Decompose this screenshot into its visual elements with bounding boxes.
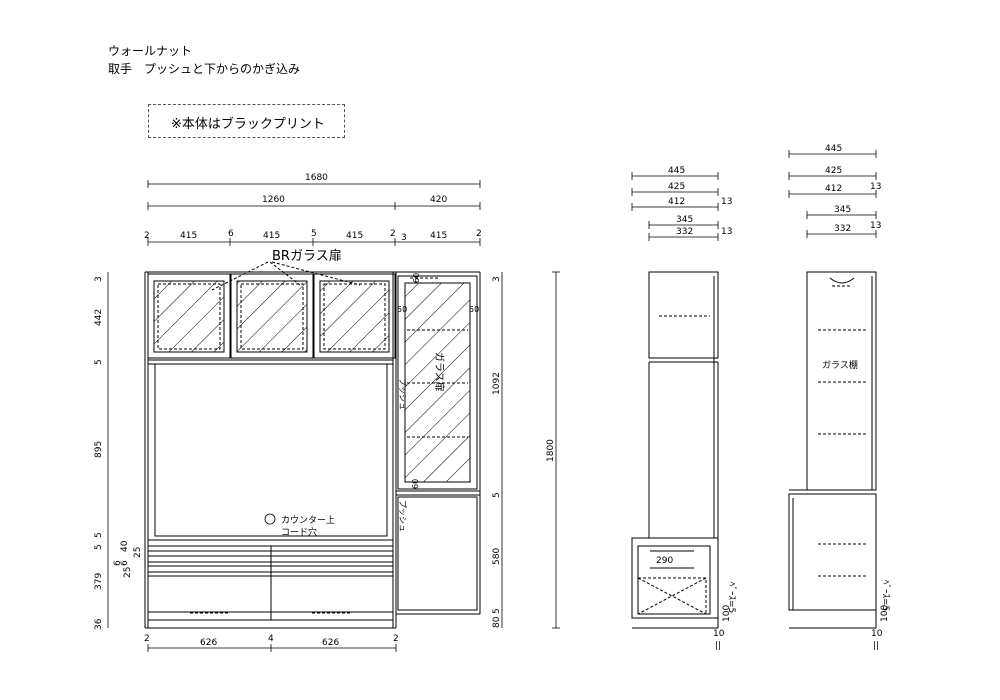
sv1-dim-0: 445 (668, 166, 685, 176)
print-note-box: ※本体はブラックプリント (148, 104, 345, 138)
front-dimension-texts: 1680 1260 420 2 415 6 415 5 415 2 3 415 … (94, 173, 556, 648)
dim-bottom-seg-1: 626 (200, 638, 217, 648)
dim-bottom-seg-3: 626 (322, 638, 339, 648)
sv2-bottom-10: 10 (871, 629, 883, 639)
dim-left-4: 5 (94, 532, 104, 538)
dim-right-4: 5 (492, 608, 502, 614)
sv1-drawer-width: 290 (656, 556, 673, 566)
sv2-dim-4: 332 (834, 224, 851, 234)
side-glass-label: ガラス扉 (433, 352, 446, 392)
dim-top-seg-7: 3 (401, 233, 407, 243)
counter-label-2: コード穴 (281, 526, 317, 538)
dim-bottom-seg-0: 2 (144, 634, 150, 644)
dim-bottom-seg-2: 4 (268, 634, 274, 644)
handle-note: 取手 プッシュと下からのかぎ込み (108, 62, 301, 76)
dim-left-small-2: 6 (120, 560, 130, 566)
dim-left-6: 379 (94, 573, 104, 590)
sv1-dim-13b: 13 (721, 227, 732, 237)
dim-top-seg-9: 2 (476, 229, 482, 239)
dim-top-seg-0: 2 (144, 231, 150, 241)
side-view-2-dim-lines (788, 150, 877, 238)
sv1-bottom-10: 10 (713, 629, 725, 639)
sv2-bottom-100: 100 (880, 605, 890, 622)
side-dim-60-top: 60 (412, 273, 421, 283)
sv2-dim-3: 345 (834, 205, 851, 215)
push-label-2: プッシュ (398, 500, 407, 532)
dim-top-seg-1: 415 (180, 231, 197, 241)
sv2-dim-13b: 13 (870, 221, 881, 231)
dim-right-5: 80 (492, 616, 502, 628)
dim-right-1: 1092 (492, 372, 502, 395)
dim-right-2: 5 (492, 492, 502, 498)
dim-left-small-0: 40 (120, 540, 130, 552)
dim-left-2: 5 (94, 359, 104, 365)
dim-overall-width: 1680 (305, 173, 328, 183)
sv2-bottom-label: ﾍﾞｰｽ=5 (880, 580, 891, 611)
sv2-shelf-label: ガラス棚 (822, 359, 858, 371)
side-view-1-dim-texts: 445 425 412 13 345 332 13 290 ﾍﾞｰｽ=5 100… (656, 166, 737, 651)
side-dim-50-left: 50 (397, 305, 407, 314)
sv1-bottom-100: 100 (722, 605, 732, 622)
dim-left-7: 36 (94, 618, 104, 630)
dim-left-3: 895 (94, 441, 104, 458)
side-view-1 (631, 271, 719, 629)
dim-top-seg-3: 415 (263, 231, 280, 241)
sv1-dim-3: 345 (676, 215, 693, 225)
print-note: ※本体はブラックプリント (171, 117, 325, 132)
sv2-mark: || (873, 641, 879, 651)
dim-left-0: 3 (94, 276, 104, 282)
dim-top-seg-8: 415 (430, 231, 447, 241)
dim-top-seg-2: 6 (228, 229, 234, 239)
dim-top-seg-6: 2 (390, 229, 396, 239)
sv2-dim-13a: 13 (870, 182, 881, 192)
side-dim-50-right: 50 (469, 305, 479, 314)
sv2-dim-2: 412 (825, 184, 842, 194)
front-dimension-lines (107, 180, 560, 652)
material-title: ウォールナット (108, 44, 193, 58)
sv1-dim-2: 412 (668, 197, 685, 207)
sv1-dim-13a: 13 (721, 197, 732, 207)
dim-side-width: 420 (430, 195, 447, 205)
sv1-dim-4: 332 (676, 227, 693, 237)
dim-right-3: 580 (492, 548, 502, 565)
side-dim-60-bottom: 60 (411, 479, 420, 489)
glass-door-label: BRガラス扉 (272, 248, 342, 264)
dim-left-small-1: 6 (113, 560, 123, 566)
side-view-2 (788, 271, 877, 629)
dim-left-5: 5 (94, 544, 104, 550)
sv1-dim-1: 425 (668, 182, 685, 192)
dim-main-width: 1260 (262, 195, 285, 205)
dim-top-seg-5: 415 (346, 231, 363, 241)
front-view (144, 261, 481, 629)
dim-left-small-3: 25 (123, 567, 133, 578)
counter-label-1: カウンター上 (281, 515, 335, 526)
sv2-dim-1: 425 (825, 166, 842, 176)
sv1-mark: || (715, 641, 721, 651)
dim-left-small-4: 25 (133, 547, 143, 558)
sv1-bottom-label: ﾍﾞｰｽ=5 (726, 582, 737, 613)
dim-overall-height: 1800 (546, 439, 556, 462)
front-labels: 50 50 60 60 プッシュ プッシュ ガラス扉 BRガラス扉 カウンター上… (272, 248, 479, 538)
sv2-dim-0: 445 (825, 144, 842, 154)
side-view-2-dim-texts: 445 425 412 13 345 332 13 ガラス棚 ﾍﾞｰｽ=5 10… (822, 144, 891, 651)
push-label-1: プッシュ (398, 378, 407, 410)
dim-right-0: 3 (492, 276, 502, 282)
dim-left-1: 442 (94, 309, 104, 326)
dim-bottom-seg-4: 2 (393, 634, 399, 644)
side-view-1-dim-lines (631, 172, 719, 241)
dim-top-seg-4: 5 (311, 229, 317, 239)
